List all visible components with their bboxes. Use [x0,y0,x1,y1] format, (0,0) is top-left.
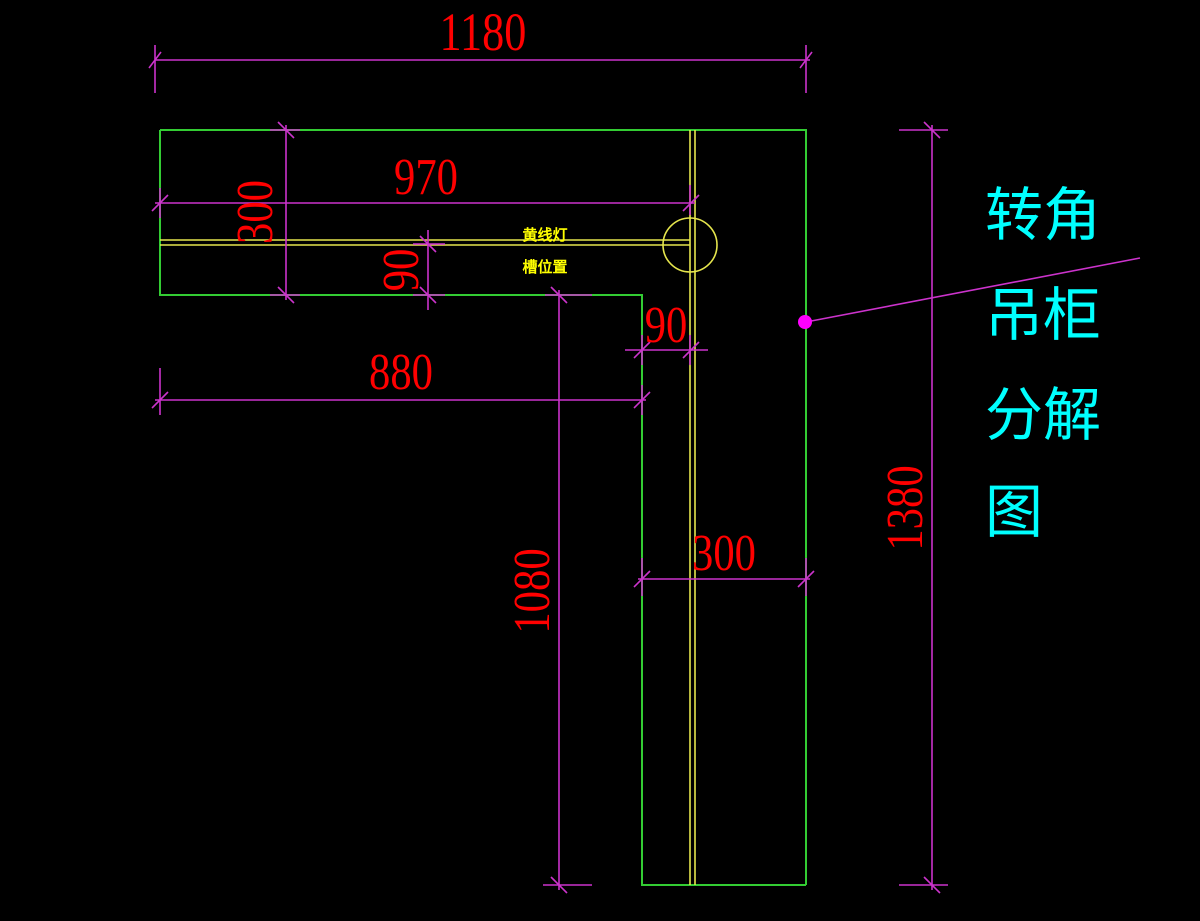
dim-text-1380: 1380 [877,465,934,550]
leader-dot-marker [798,315,812,329]
dim-880-tick-right [633,391,651,409]
dim-300-side-tick-right [797,570,815,588]
dim-300-side-tick-left [633,570,651,588]
title-line-2: 吊柜 [985,281,1101,349]
dim-880-tick-left [151,391,169,409]
dim-300-upper-tick-bottom [277,286,295,304]
dim-text-90-vertical-offset: 90 [645,297,688,354]
outline-top-and-right [160,129,807,885]
dim-1180-tick-left [148,51,162,69]
dim-1080-tick-top [550,286,568,304]
dim-text-1080: 1080 [504,548,561,633]
note-line-2: 槽位置 [522,258,567,276]
title-line-1: 转角 [985,181,1101,249]
dim-1080-tick-bottom [550,876,568,894]
dim-90-right-tick-left [633,341,651,359]
dim-90-left-tick-top [419,235,437,253]
title-leader-line [805,257,1141,323]
dim-90-right-tick-right [682,341,700,359]
dim-970-tick-right [682,194,700,212]
title-line-3: 分解 [985,381,1101,449]
dim-300-upper-tick-top [277,121,295,139]
dim-text-1180: 1180 [440,2,527,62]
note-line-1: 黄线灯 [522,226,567,244]
dimension-labels: 1180 970 300 90 90 880 1080 300 1380 [227,2,934,634]
dim-text-90-horizontal-offset: 90 [373,249,430,292]
dimension-lines [148,45,1141,894]
drawing-title: 转角 吊柜 分解 图 [985,181,1101,546]
dim-text-300-side: 300 [692,525,756,582]
title-line-4: 图 [985,478,1043,546]
dim-1180-tick-right [799,51,813,69]
light-channel-note: 黄线灯 槽位置 [522,226,567,276]
dim-1380-tick-bottom [923,876,941,894]
dim-text-970: 970 [394,149,458,206]
dim-1380-tick-top [923,121,941,139]
dim-text-880: 880 [369,344,433,401]
dim-970-tick-left [151,194,169,212]
dim-text-300-upper: 300 [227,180,284,244]
channel-corner-marker [662,217,718,273]
dim-90-left-tick-bottom [419,286,437,304]
